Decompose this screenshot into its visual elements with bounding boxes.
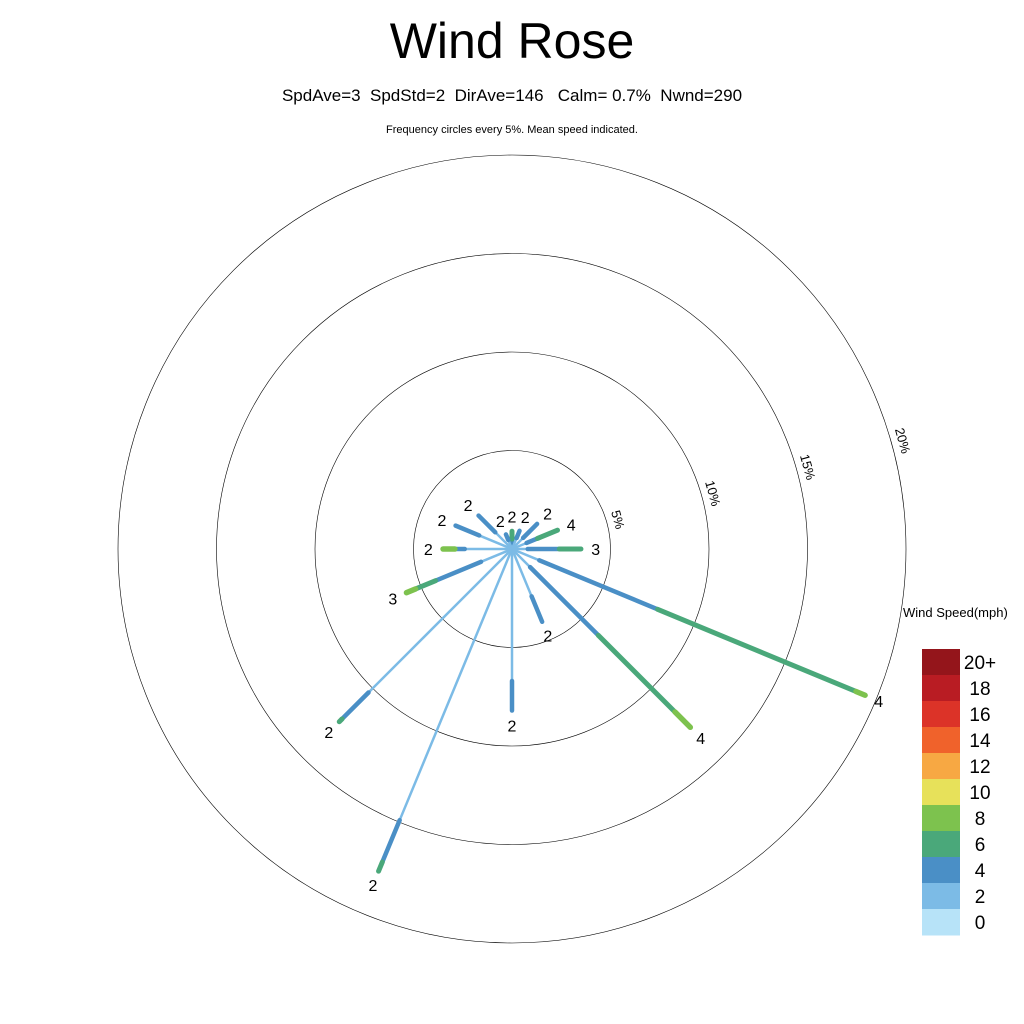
legend-label: 4	[975, 861, 986, 882]
rose-segment	[480, 547, 513, 563]
rose-segment	[413, 578, 439, 592]
legend-title: Wind Speed(mph)	[903, 605, 1008, 620]
legend-label: 6	[975, 835, 986, 856]
rose-segment	[534, 527, 561, 541]
rose-segment	[367, 548, 513, 694]
rose-segment	[478, 534, 513, 551]
chart-subtitle: SpdAve=3 SpdStd=2 DirAve=146 Calm= 0.7% …	[281, 86, 743, 105]
rose-segment	[476, 513, 498, 535]
rose-segment	[376, 859, 385, 874]
rose-segment	[510, 548, 533, 597]
mean-speed-label: 3	[388, 591, 397, 608]
legend-label: 0	[975, 913, 986, 934]
ring-label: 5%	[608, 509, 628, 532]
rose-segment	[655, 606, 859, 694]
rose-segment	[433, 559, 484, 583]
legend-label: 20+	[964, 653, 996, 674]
ring-label: 20%	[892, 426, 914, 456]
mean-speed-label: 4	[696, 731, 705, 748]
ring-label: 10%	[702, 479, 724, 509]
mean-speed-label: 2	[496, 514, 505, 531]
legend-label: 16	[969, 705, 990, 726]
legend-swatch	[922, 857, 960, 884]
rose-segment	[339, 690, 371, 722]
legend-swatch	[922, 883, 960, 910]
chart-note: Frequency circles every 5%. Mean speed i…	[386, 124, 638, 136]
rose-segment	[672, 709, 694, 731]
ring-label: 15%	[797, 452, 819, 482]
legend-label: 18	[969, 679, 990, 700]
rose-segment	[520, 521, 540, 541]
legend-swatch	[922, 649, 960, 676]
mean-speed-label: 4	[567, 517, 576, 534]
rose-segment	[494, 531, 513, 550]
frequency-ring	[117, 154, 907, 944]
legend-swatch	[922, 805, 960, 832]
rose-segment	[398, 548, 514, 821]
rose-segment	[336, 716, 345, 725]
legend-label: 12	[969, 757, 990, 778]
rose-segment	[529, 594, 545, 625]
mean-speed-label: 2	[324, 725, 333, 742]
mean-speed-label: 2	[543, 628, 552, 645]
legend-swatch	[922, 675, 960, 702]
rose-segment	[503, 532, 511, 543]
rose-segment	[511, 547, 540, 562]
frequency-ring	[314, 351, 710, 747]
legend-swatch	[922, 753, 960, 780]
legend-swatch	[922, 727, 960, 754]
rose-segment	[514, 528, 522, 541]
mean-speed-label: 2	[464, 498, 473, 515]
rose-segment	[527, 564, 601, 638]
frequency-ring	[216, 253, 808, 845]
legend-label: 10	[969, 783, 990, 804]
rose-segment	[537, 558, 660, 612]
rose-segment	[403, 586, 419, 596]
legend-swatch	[922, 909, 960, 936]
legend-label: 8	[975, 809, 986, 830]
rose-segment	[595, 632, 678, 715]
legend-swatch	[922, 779, 960, 806]
mean-speed-label: 2	[437, 513, 446, 530]
mean-speed-label: 4	[874, 694, 883, 711]
rose-segment	[511, 548, 531, 568]
legend-label: 14	[969, 731, 991, 752]
legend-swatch	[922, 701, 960, 728]
mean-speed-label: 2	[368, 878, 377, 895]
mean-speed-label: 2	[424, 542, 433, 559]
mean-speed-label: 3	[591, 542, 600, 559]
rose-segment	[853, 688, 868, 699]
mean-speed-label: 2	[508, 718, 517, 735]
rose-segment	[453, 523, 482, 538]
mean-speed-label: 2	[543, 506, 552, 523]
legend-label: 2	[975, 887, 986, 908]
rose-segment	[380, 817, 402, 865]
chart-title: Wind Rose	[389, 13, 635, 69]
legend-swatch	[922, 831, 960, 858]
mean-speed-label: 2	[508, 509, 517, 526]
mean-speed-label: 2	[521, 510, 530, 527]
